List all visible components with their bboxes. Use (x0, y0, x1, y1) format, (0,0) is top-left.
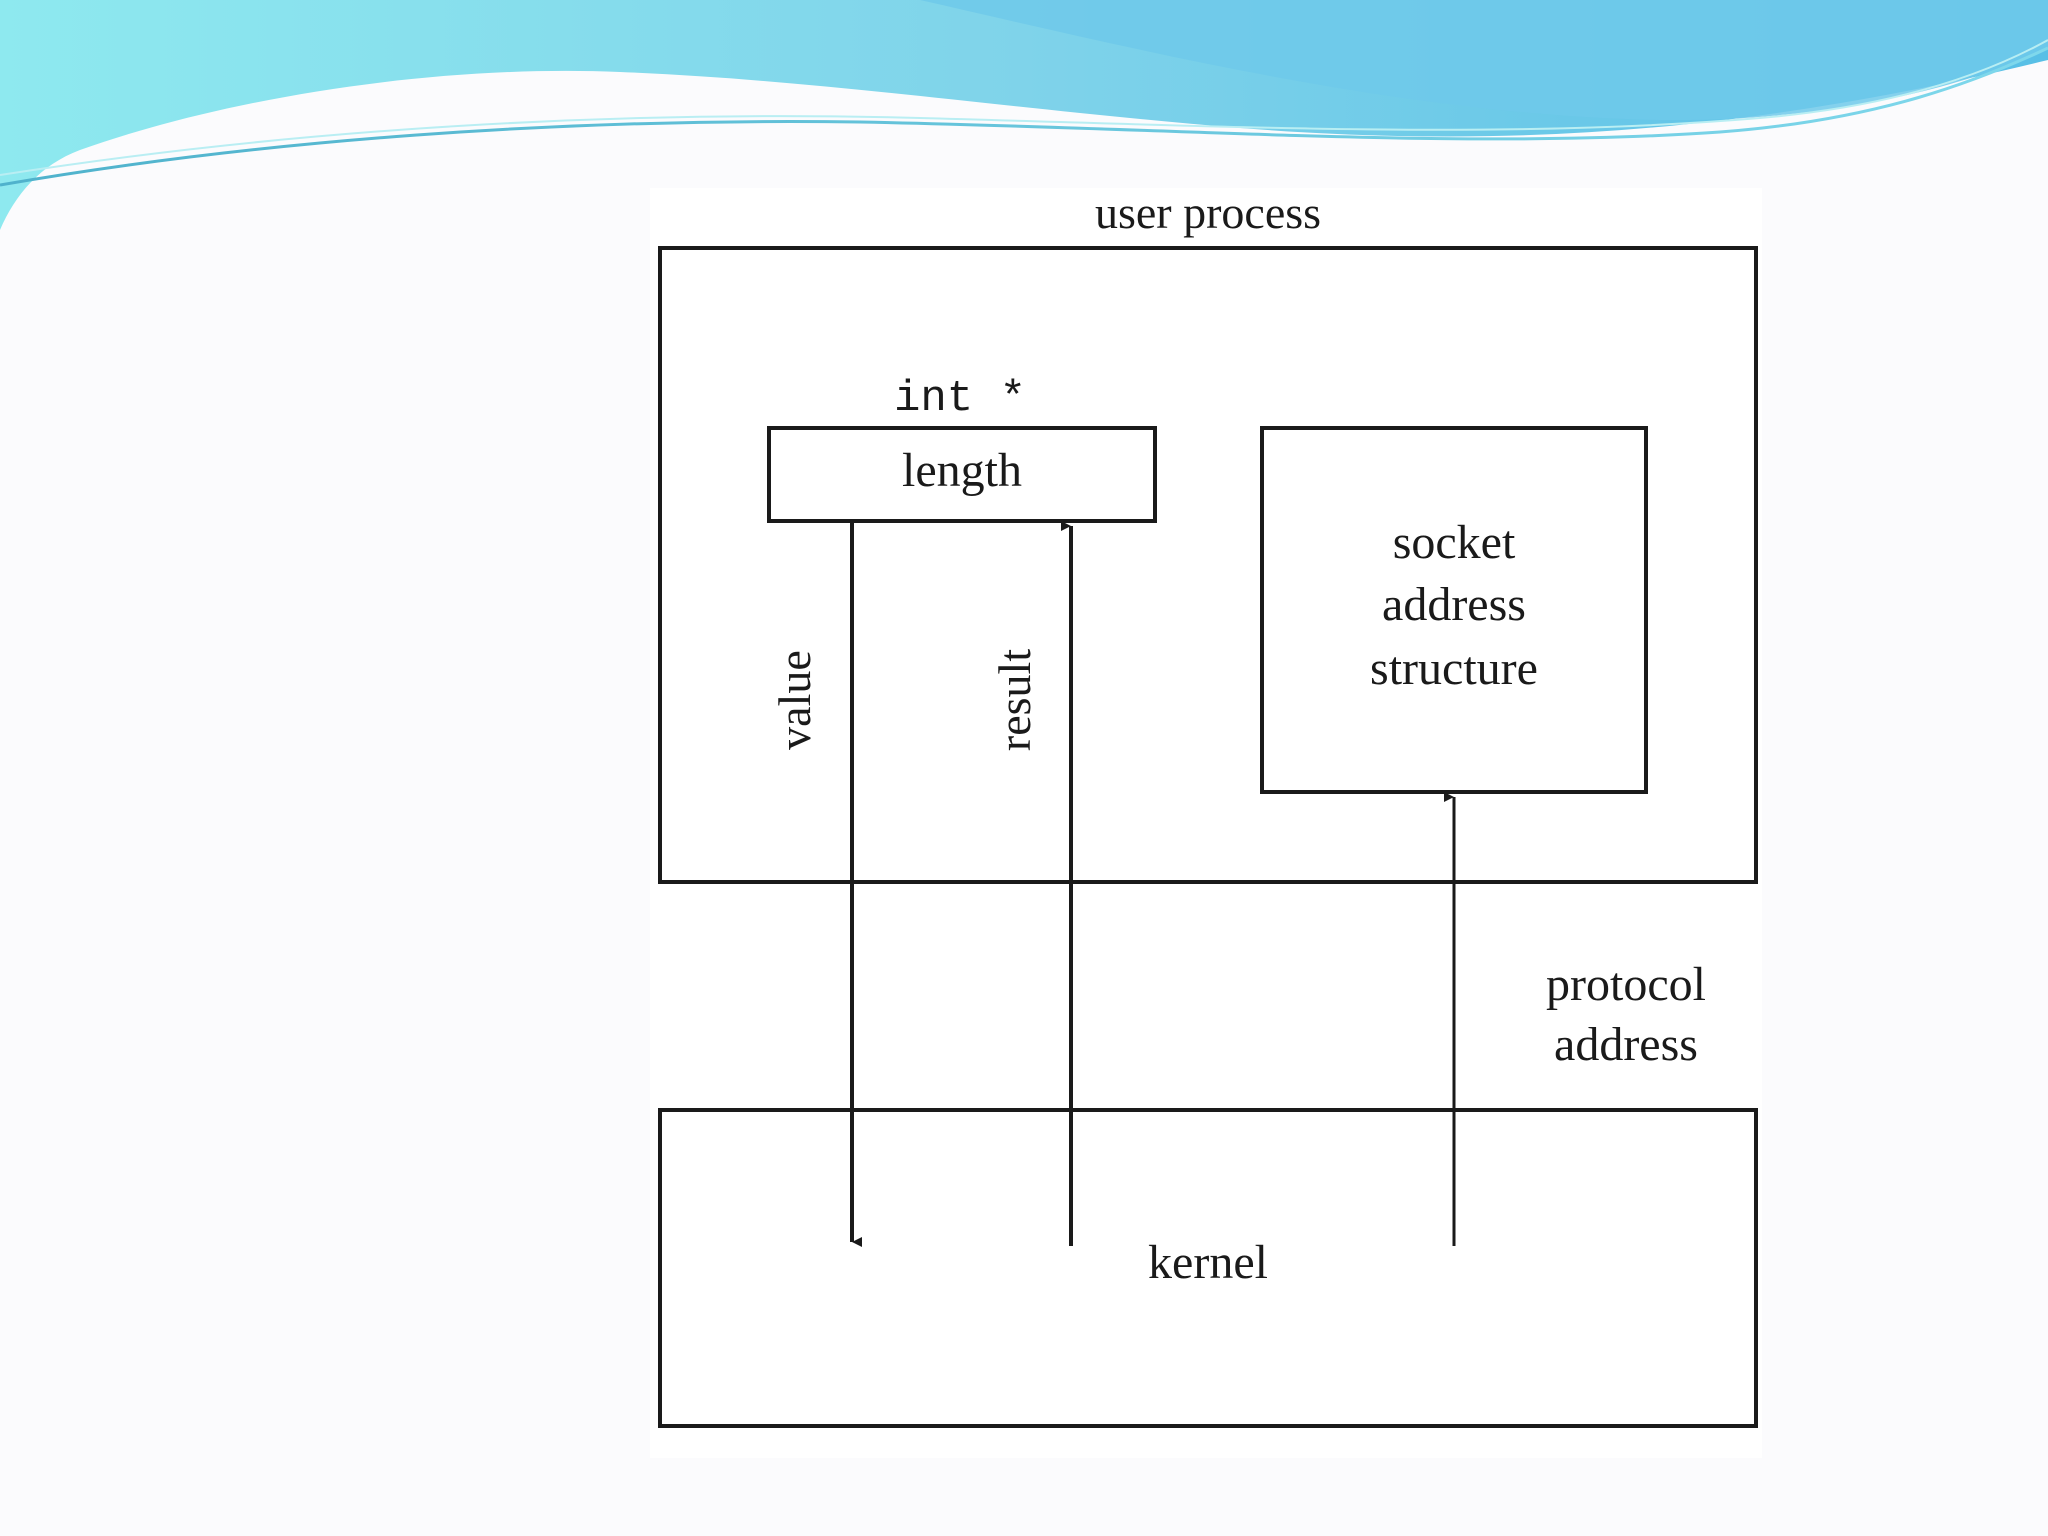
result-label: result (989, 649, 1040, 751)
socket-label-line-2: address (1382, 578, 1526, 631)
protocol-label-line-1: protocol (1546, 958, 1706, 1011)
decorative-wave-banner (0, 0, 2048, 230)
socket-label-line-1: socket (1393, 516, 1516, 569)
user-process-label: user process (1095, 187, 1321, 238)
kernel-box (658, 1108, 1758, 1428)
pointer-type-label: int * (894, 374, 1026, 424)
protocol-label-line-2: address (1554, 1018, 1698, 1071)
socket-label-line-3: structure (1370, 642, 1538, 695)
length-label: length (902, 444, 1022, 497)
user-process-box (658, 246, 1758, 884)
socket-address-structure-box (1260, 426, 1648, 794)
value-label: value (769, 650, 820, 750)
kernel-label: kernel (1148, 1236, 1268, 1289)
diagram-panel (650, 188, 1762, 1458)
length-box (767, 426, 1157, 523)
